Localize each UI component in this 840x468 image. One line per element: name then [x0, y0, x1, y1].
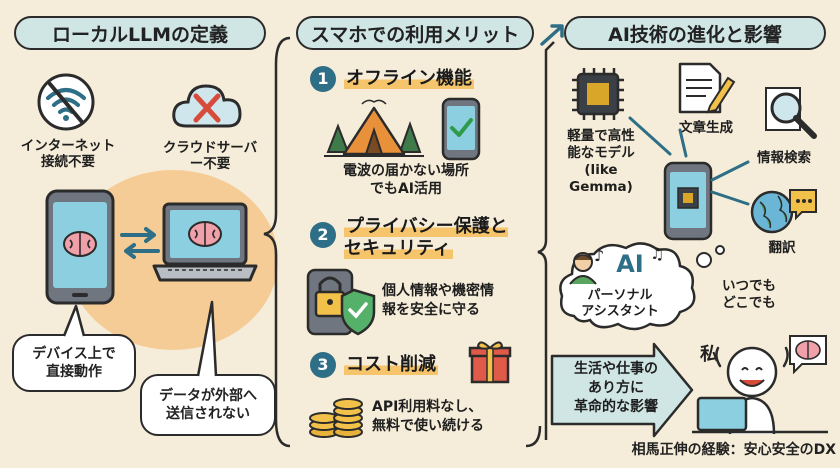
assistant-cloud [559, 242, 725, 331]
footer-text: 相馬正伸の経験：安心安全のDX [631, 442, 836, 458]
assistant-ai-text: AI [616, 250, 644, 278]
bubble-tail-1 [62, 304, 86, 340]
no-internet-label: インターネット 接続不要 [20, 138, 116, 170]
search-icon [765, 87, 817, 139]
document-pencil-icon [678, 62, 736, 114]
item1-desc: 電波の届かない場所 でもAI活用 [343, 163, 469, 197]
laptop-brain-icon [152, 202, 258, 282]
left-title: ローカルLLMの定義 [14, 16, 266, 50]
info-search-label: 情報検索 [757, 150, 811, 166]
item1-title: オフライン機能 [344, 68, 474, 90]
item2-number: 2 [310, 222, 336, 248]
middle-title: スマホでの利用メリット [296, 16, 534, 50]
music-notes-icon-2: ♫ [650, 244, 665, 263]
chip-icon [572, 68, 624, 120]
music-notes-icon: ♪ [594, 246, 605, 265]
item1-number: 1 [310, 66, 336, 92]
center-phone-chip-icon [663, 161, 713, 241]
connector-arrows [628, 116, 750, 206]
no-data-out-bubble: データが外部へ 送信されない [140, 374, 276, 436]
no-wifi-icon [37, 73, 95, 131]
item3-desc: API利用料なし、 無料で使い続ける [372, 399, 484, 434]
on-device-label: デバイス上で 直接動作 [32, 346, 116, 380]
item3-number: 3 [310, 352, 336, 378]
item1-title-text: オフライン機能 [344, 68, 474, 89]
coins-icon [309, 398, 363, 438]
translate-label: 翻訳 [768, 240, 796, 256]
item2-title: プライバシー保護と セキュリティ [344, 216, 544, 260]
item2-desc: 個人情報や機密情 報を安全に守る [382, 283, 494, 318]
lightweight-label: 軽量で高性 能なモデル (like Gemma) [567, 128, 635, 195]
lock-shield-icon [306, 268, 376, 336]
right-title: AI技術の進化と影響 [564, 16, 826, 50]
gift-icon [468, 341, 512, 384]
phone-check-icon [441, 97, 481, 161]
no-cloud-label: クラウドサーバ ー不要 [162, 140, 258, 172]
no-data-out-label: データが外部へ 送信されない [159, 388, 257, 422]
globe-icon [750, 189, 817, 234]
on-device-bubble: デバイス上で 直接動作 [12, 334, 136, 392]
smartphone-brain-icon [45, 189, 115, 305]
bubble-tail-2 [196, 300, 218, 379]
assistant-label: パーソナル アシスタント [581, 288, 659, 319]
sync-arrows-icon [120, 227, 160, 259]
camping-tent-icon [324, 99, 424, 157]
person-laptop-icon [692, 335, 828, 435]
item2-title-text: プライバシー保護と セキュリティ [344, 216, 508, 259]
arrow-to-right-title [540, 24, 564, 46]
person-avatar-icon [569, 252, 597, 285]
impact-arrow [550, 342, 694, 438]
impact-label: 生活や仕事の あり方に 革命的な影響 [574, 361, 658, 415]
item3-title: コスト削減 [344, 354, 438, 376]
doc-gen-label: 文章生成 [679, 120, 733, 136]
cloud-x-icon [172, 84, 242, 128]
brace-right [525, 41, 555, 448]
me-label: 私 [700, 344, 718, 365]
anytime-label: いつでも どこでも [722, 278, 776, 311]
brace-left [263, 36, 291, 448]
item3-title-text: コスト削減 [344, 354, 438, 375]
